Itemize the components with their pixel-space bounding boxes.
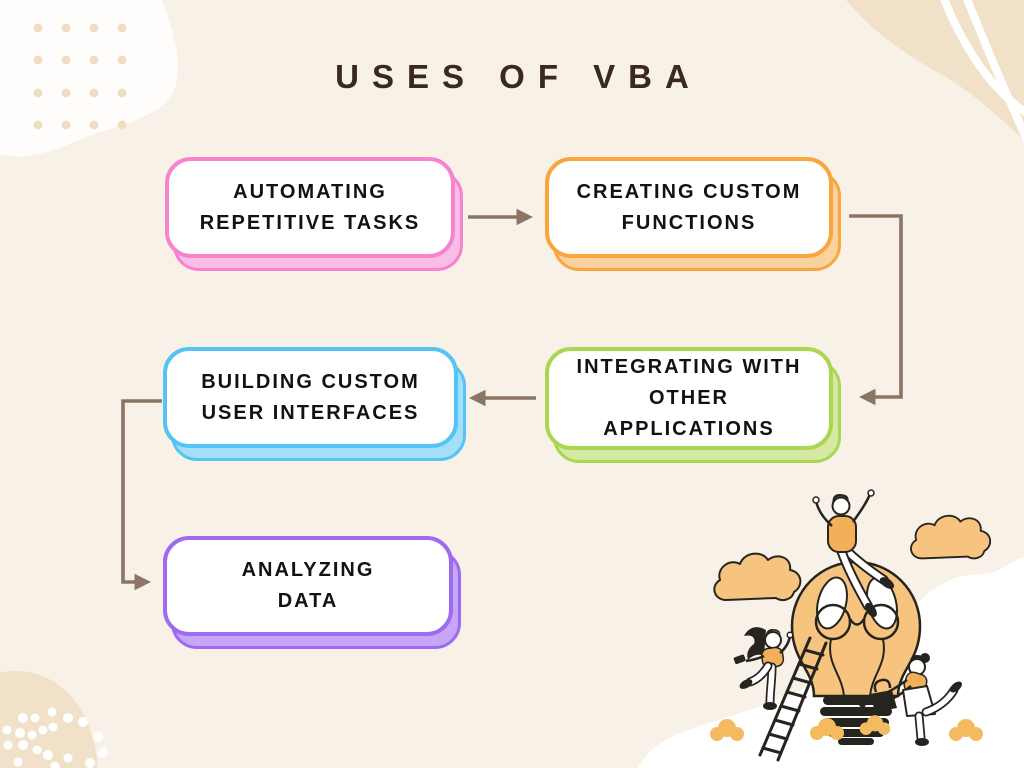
lightbulb-icon (790, 560, 922, 745)
box-face: BUILDING CUSTOM USER INTERFACES (163, 347, 458, 448)
person-cheering (733, 627, 794, 710)
box-label: AUTOMATING REPETITIVE TASKS (199, 180, 421, 234)
arrow-2-to-3 (849, 214, 903, 406)
flow-box-analyzing-data: ANALYZING DATA (163, 536, 461, 649)
arc-line (940, 0, 1024, 117)
confetti-dots (2, 707, 108, 768)
bottom-left-beige-blob (0, 670, 108, 768)
person-on-bulb (812, 489, 895, 618)
box-label: BUILDING CUSTOM USER INTERFACES (201, 370, 420, 424)
flow-box-creating-custom-functions: CREATING CUSTOM FUNCTIONS (545, 157, 841, 271)
flow-box-automating-repetitive-tasks: AUTOMATING REPETITIVE TASKS (165, 157, 463, 271)
box-face: CREATING CUSTOM FUNCTIONS (545, 157, 833, 258)
box-face: AUTOMATING REPETITIVE TASKS (165, 157, 455, 258)
box-label: INTEGRATING WITH OTHER APPLICATIONS (576, 356, 802, 440)
flow-box-building-custom-user-interfaces: BUILDING CUSTOM USER INTERFACES (163, 347, 466, 461)
person-watering (858, 653, 962, 746)
box-label: ANALYZING DATA (241, 559, 375, 612)
arrow-4-to-5 (121, 399, 162, 591)
lightbulb-teamwork-illustration (638, 489, 1024, 768)
top-right-beige-blob (846, 0, 1024, 143)
box-face: ANALYZING DATA (163, 536, 453, 636)
flow-box-integrating-with-other-applications: INTEGRATING WITH OTHER APPLICATIONS (545, 347, 841, 463)
top-left-white-blob (0, 0, 178, 157)
ladder-icon (758, 636, 828, 762)
arc-line (963, 0, 1024, 143)
box-face: INTEGRATING WITH OTHER APPLICATIONS (545, 347, 833, 450)
box-label: CREATING CUSTOM FUNCTIONS (576, 180, 802, 234)
page-title: USES OF VBA (335, 58, 702, 95)
dot-grid (33, 23, 127, 130)
